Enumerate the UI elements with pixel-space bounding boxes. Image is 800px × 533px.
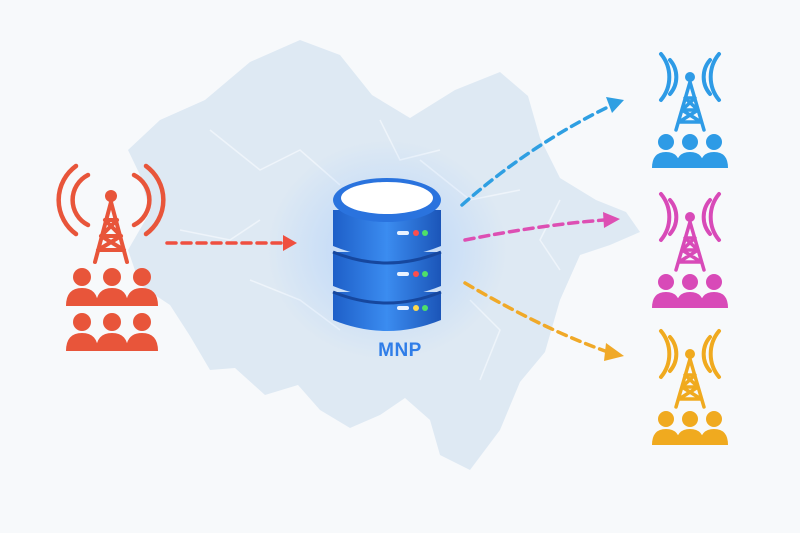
- target-operator-3-icon: [650, 329, 730, 447]
- arrow-center-to-target-3-head: [604, 343, 624, 361]
- arrow-source-to-center-head: [283, 235, 297, 251]
- arrow-center-to-target-3: [463, 281, 610, 354]
- arrow-center-to-target-2: [463, 218, 606, 242]
- arrow-center-to-target-2-head: [603, 212, 620, 228]
- target-operator-1-icon: [650, 52, 730, 170]
- arrow-center-to-target-1: [460, 104, 612, 207]
- mnp-label: MNP: [378, 340, 422, 361]
- arrow-center-to-target-1-head: [606, 97, 624, 113]
- source-operator-icon: [56, 163, 166, 351]
- database-server-icon: [332, 178, 442, 331]
- target-operator-2-icon: [650, 192, 730, 310]
